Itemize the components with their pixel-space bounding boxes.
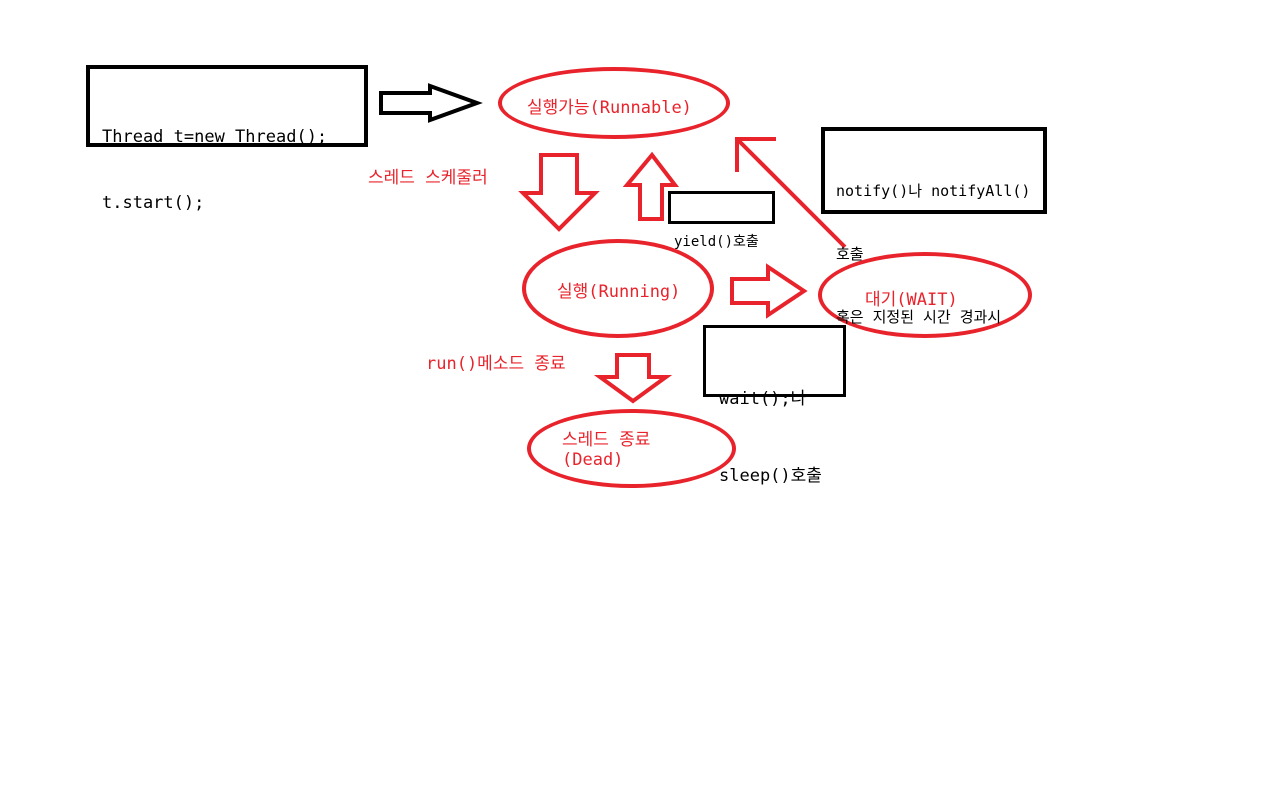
wait-right-arrow-icon	[730, 263, 808, 319]
wait-sleep-box: wait();나 sleep()호출	[703, 325, 846, 486]
notify-box: notify()나 notifyAll() 호출 혹은 지정된 시간 경과시	[821, 127, 1047, 326]
code-line-2: t.start();	[102, 193, 205, 214]
state-wait-label: 대기(WAIT)	[865, 290, 958, 310]
run-end-label: run()메소드 종료	[426, 354, 566, 374]
state-dead-label-1: 스레드 종료	[562, 430, 651, 450]
notify-line-1: notify()나 notifyAll()	[836, 182, 1031, 200]
start-arrow-icon	[379, 83, 483, 123]
code-line-1: Thread t=new Thread();	[102, 127, 328, 148]
state-wait: 대기(WAIT)	[818, 252, 1032, 338]
dead-down-arrow-icon	[593, 353, 673, 404]
state-dead: 스레드 종료 (Dead)	[527, 409, 736, 488]
scheduler-label: 스레드 스케줄러	[368, 168, 488, 188]
state-runnable: 실행가능(Runnable)	[498, 67, 730, 139]
scheduler-down-arrow-icon	[518, 153, 600, 232]
yield-label: yield()호출	[674, 234, 759, 251]
notify-line-3: 혹은 지정된 시간 경과시	[836, 308, 1002, 326]
state-dead-label-2: (Dead)	[562, 450, 624, 470]
code-box: Thread t=new Thread(); t.start();	[86, 65, 368, 213]
notify-arrow-head-icon	[735, 137, 776, 172]
wait-sleep-line-2: sleep()호출	[719, 465, 822, 486]
yield-box: yield()호출	[668, 191, 775, 250]
state-running-label: 실행(Running)	[557, 282, 681, 302]
state-runnable-label: 실행가능(Runnable)	[527, 98, 692, 118]
wait-sleep-line-1: wait();나	[719, 389, 807, 409]
notify-arrow-line	[737, 139, 847, 249]
state-running: 실행(Running)	[522, 239, 714, 338]
yield-up-arrow-icon	[622, 151, 680, 221]
notify-line-2: 호출	[836, 245, 864, 263]
